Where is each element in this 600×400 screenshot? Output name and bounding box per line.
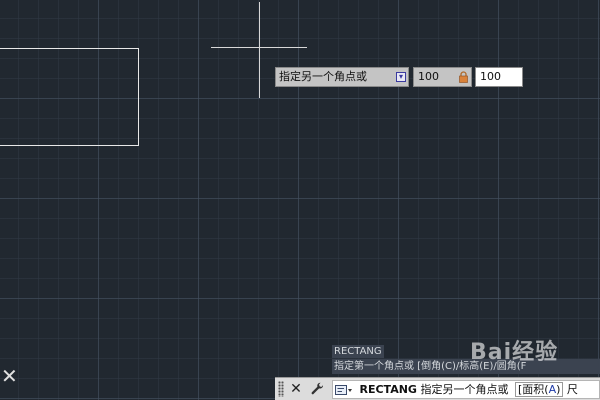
ucs-icon: ✕ <box>1 364 18 388</box>
crosshair-vertical <box>259 2 260 98</box>
lock-icon <box>459 71 468 83</box>
option-area[interactable]: [面积(A) <box>514 382 564 397</box>
dimension-input-1[interactable]: 100 <box>413 67 472 87</box>
customize-button[interactable] <box>308 379 326 399</box>
dimension-input-2[interactable]: 100 <box>475 67 523 87</box>
dynamic-input-prompt-label: 指定另一个角点或 <box>279 70 367 83</box>
option-key-area: A <box>548 383 557 396</box>
options-arrow-icon[interactable]: ▾ <box>396 72 406 82</box>
command-history-line: 指定第一个角点或 [倒角(C)/标高(E)/圆角(F <box>332 359 600 374</box>
command-trailing-text: 尺 <box>566 383 578 396</box>
command-input[interactable]: RECTANG 指定另一个角点或 [面积(A) 尺 <box>332 380 600 399</box>
watermark-logo: Bai经验 <box>470 340 559 365</box>
command-line-bar: ✕ RECTANG 指定另一个角点或 [面积(A) 尺 <box>275 377 600 400</box>
wrench-icon <box>311 382 323 395</box>
dimension-value-1: 100 <box>418 70 439 83</box>
dynamic-input-prompt: 指定另一个角点或 ▾ <box>275 67 409 87</box>
rectangle-shape[interactable] <box>0 48 139 146</box>
command-prompt-icon <box>335 384 352 395</box>
dimension-value-2: 100 <box>480 70 501 83</box>
drag-handle-icon[interactable] <box>278 381 284 397</box>
command-history-line: RECTANG <box>332 345 384 358</box>
command-name: RECTANG <box>359 383 417 396</box>
close-command-line-button[interactable]: ✕ <box>290 381 302 397</box>
command-prompt-text: 指定另一个角点或 <box>420 383 509 396</box>
